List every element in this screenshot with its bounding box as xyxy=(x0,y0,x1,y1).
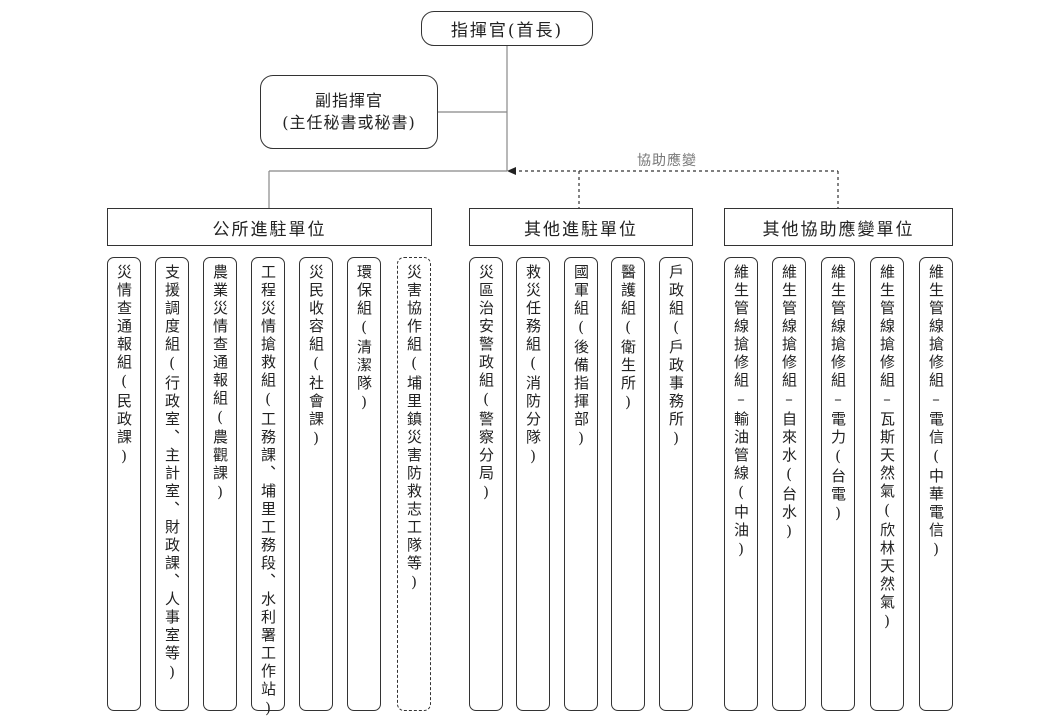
unit-label: 工程災情搶救組(工務課、埔里工務段、水利署工作站) xyxy=(259,264,277,720)
deputy-title: 副指揮官 xyxy=(314,91,383,110)
unit-column: 支援調度組(行政室、主計室、財政課、人事室等) xyxy=(155,257,189,711)
arrow-head xyxy=(507,167,516,175)
unit-column: 維生管線搶修組–電信(中華電信) xyxy=(919,257,953,711)
unit-label: 維生管線搶修組–自來水(台水) xyxy=(780,264,798,543)
unit-column: 災民收容組(社會課) xyxy=(299,257,333,711)
unit-label: 維生管線搶修組–電信(中華電信) xyxy=(927,264,945,561)
unit-label: 國軍組(後備指揮部) xyxy=(572,264,590,450)
unit-column: 災區治安警政組(警察分局) xyxy=(469,257,503,711)
unit-column: 維生管線搶修組–瓦斯天然氣(欣林天然氣) xyxy=(870,257,904,711)
unit-label: 災害協作組(埔里鎮災害防救志工隊等) xyxy=(405,264,423,594)
unit-column: 戶政組(戶政事務所) xyxy=(659,257,693,711)
unit-column: 災情查通報組(民政課) xyxy=(107,257,141,711)
group-header-office: 公所進駐單位 xyxy=(107,208,432,246)
unit-column: 工程災情搶救組(工務課、埔里工務段、水利署工作站) xyxy=(251,257,285,720)
group-label: 公所進駐單位 xyxy=(212,219,327,240)
unit-label: 維生管線搶修組–瓦斯天然氣(欣林天然氣) xyxy=(878,264,896,633)
unit-label: 農業災情查通報組(農觀課) xyxy=(211,264,229,504)
unit-label: 環保組(清潔隊) xyxy=(355,264,373,414)
group-header-support: 其他協助應變單位 xyxy=(724,208,953,246)
assist-label: 協助應變 xyxy=(637,153,697,169)
unit-label: 支援調度組(行政室、主計室、財政課、人事室等) xyxy=(163,264,181,684)
unit-column: 環保組(清潔隊) xyxy=(347,257,381,711)
group-label: 其他協助應變單位 xyxy=(762,219,915,240)
commander-label: 指揮官(首長) xyxy=(450,21,564,41)
unit-label: 災區治安警政組(警察分局) xyxy=(477,264,495,504)
group-header-other: 其他進駐單位 xyxy=(469,208,693,246)
deputy-commander-box: 副指揮官 (主任秘書或秘書) xyxy=(260,75,438,149)
unit-label: 維生管線搶修組–電力(台電) xyxy=(829,264,847,525)
unit-column: 維生管線搶修組–自來水(台水) xyxy=(772,257,806,711)
unit-label: 維生管線搶修組–輸油管線(中油) xyxy=(732,264,750,561)
unit-label: 救災任務組(消防分隊) xyxy=(524,264,542,468)
unit-label: 戶政組(戶政事務所) xyxy=(667,264,685,450)
unit-label: 災民收容組(社會課) xyxy=(307,264,325,450)
commander-box: 指揮官(首長) xyxy=(421,11,593,46)
unit-column: 國軍組(後備指揮部) xyxy=(564,257,598,711)
unit-label: 醫護組(衛生所) xyxy=(619,264,637,414)
deputy-subtitle: (主任秘書或秘書) xyxy=(282,113,416,132)
unit-column: 維生管線搶修組–電力(台電) xyxy=(821,257,855,711)
unit-column-dashed: 災害協作組(埔里鎮災害防救志工隊等) xyxy=(397,257,431,711)
unit-column: 救災任務組(消防分隊) xyxy=(516,257,550,711)
unit-column: 醫護組(衛生所) xyxy=(611,257,645,711)
group-label: 其他進駐單位 xyxy=(524,219,638,240)
unit-column: 維生管線搶修組–輸油管線(中油) xyxy=(724,257,758,711)
unit-column: 農業災情查通報組(農觀課) xyxy=(203,257,237,711)
unit-label: 災情查通報組(民政課) xyxy=(115,264,133,468)
